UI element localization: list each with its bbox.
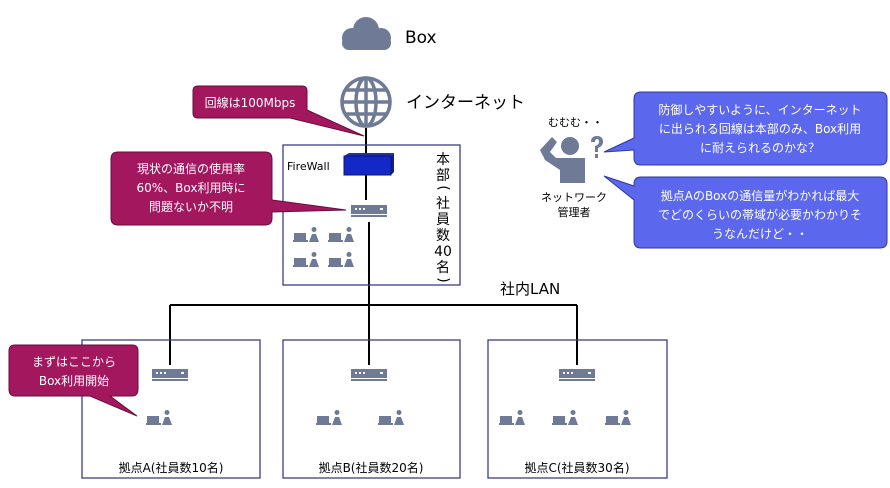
cloud-label: Box — [405, 28, 437, 48]
svg-text:問題ないか不明: 問題ないか不明 — [149, 200, 233, 214]
hq-title-char: 数 — [436, 228, 450, 244]
admin-role: 管理者 — [558, 205, 591, 219]
globe-icon — [340, 76, 392, 128]
svg-text:防御しやすいように、インターネット: 防御しやすいように、インターネット — [658, 102, 861, 117]
hq-frame — [282, 144, 461, 286]
branch-a: 拠点A(社員数10名) — [81, 339, 261, 479]
pc-user-icon — [328, 252, 354, 267]
hq-title-char: ( — [435, 185, 451, 190]
branch-label: 拠点C(社員数30名) — [524, 460, 629, 475]
svg-text:まずはここから: まずはここから — [32, 355, 116, 369]
pc-user-icon — [552, 410, 578, 425]
pc-user-icon — [316, 410, 342, 425]
firewall-icon — [343, 153, 394, 176]
pc-user-icon — [605, 410, 631, 425]
svg-text:拠点AのBoxの通信量がわかれば最大: 拠点AのBoxの通信量がわかれば最大 — [661, 188, 860, 203]
pc-user-icon — [378, 410, 404, 425]
callout-start: まずはここから Box利用開始 — [8, 344, 139, 417]
pc-user-icon — [293, 252, 319, 267]
hq-title-char: 社 — [436, 196, 450, 212]
svg-text:現状の通信の使用率: 現状の通信の使用率 — [137, 161, 245, 176]
branch-label: 拠点B(社員数20名) — [319, 460, 424, 475]
hq-pcs — [293, 227, 354, 267]
hq-title-char: 40 — [434, 244, 452, 260]
switch-icon — [351, 369, 387, 381]
hq-switch-icon — [351, 205, 387, 217]
internet-label: インターネット — [406, 93, 525, 113]
cloud-icon — [342, 17, 391, 50]
pc-user-icon — [499, 410, 525, 425]
hq-title-char: 部 — [436, 168, 450, 184]
pc-user-icon — [328, 227, 354, 242]
switch-icon — [559, 369, 595, 381]
switch-icon — [152, 369, 188, 381]
thought-bubble-2: 拠点AのBoxの通信量がわかれば最大 でどのくらいの帯域が必要かわかりそ うなん… — [603, 175, 888, 249]
hq-title-char: ) — [435, 277, 451, 282]
hq-title-char: 本 — [436, 152, 450, 168]
admin-role: ネットワーク — [541, 191, 607, 204]
svg-text:60%、Box利用時に: 60%、Box利用時に — [137, 181, 246, 195]
pc-user-icon — [146, 410, 172, 425]
branch-label: 拠点A(社員数10名) — [119, 460, 224, 475]
hq-title-char: 員 — [436, 212, 450, 228]
svg-text:うなんだけど・・: うなんだけど・・ — [712, 227, 808, 241]
admin-murmur: むむむ・・ — [548, 116, 603, 129]
svg-text:Box利用開始: Box利用開始 — [39, 374, 109, 388]
callout-line-speed: 回線は100Mbps — [192, 85, 365, 137]
firewall-label: FireWall — [287, 160, 330, 173]
thought-bubble-1: 防御しやすいように、インターネット に出られる回線は本部のみ、Box利用 に耐え… — [603, 91, 888, 166]
lan-label: 社内LAN — [500, 280, 560, 298]
branch-b: 拠点B(社員数20名) — [282, 339, 461, 479]
branch-c: 拠点C(社員数30名) — [487, 339, 668, 479]
pc-user-icon — [293, 227, 319, 242]
network-lines — [169, 128, 578, 365]
callout-usage: 現状の通信の使用率 60%、Box利用時に 問題ないか不明 — [110, 151, 347, 226]
hq-title: 本 部 ( 社 員 数 40 名 ) — [434, 152, 452, 283]
confused-person-icon — [540, 136, 603, 183]
svg-text:回線は100Mbps: 回線は100Mbps — [205, 95, 296, 110]
hq-title-char: 名 — [436, 260, 450, 276]
svg-text:に出られる回線は本部のみ、Box利用: に出られる回線は本部のみ、Box利用 — [659, 121, 861, 136]
svg-text:に耐えられるのかな？: に耐えられるのかな？ — [700, 141, 820, 155]
svg-text:でどのくらいの帯域が必要かわかりそ: でどのくらいの帯域が必要かわかりそ — [658, 207, 862, 222]
